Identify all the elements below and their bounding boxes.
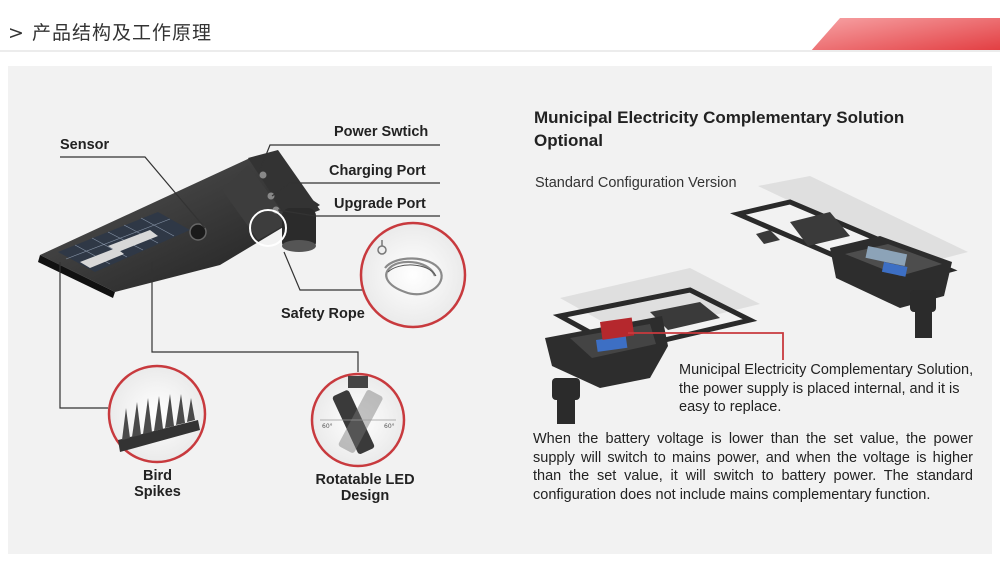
page-header: > 产品结构及工作原理 bbox=[0, 0, 1000, 52]
angle-right-label: 60° bbox=[384, 423, 395, 430]
municipal-solution-title: Municipal Electricity Complementary Solu… bbox=[534, 108, 905, 150]
bird-spikes-label: Bird Spikes bbox=[134, 468, 181, 500]
header-divider bbox=[0, 50, 1000, 52]
safety-rope-label: Safety Rope bbox=[281, 306, 365, 322]
municipal-config-lamp-image bbox=[545, 268, 760, 424]
page-title: > 产品结构及工作原理 bbox=[8, 22, 212, 44]
standard-config-label: Standard Configuration Version bbox=[535, 175, 737, 191]
angle-left-label: 60° bbox=[322, 423, 333, 430]
callout-lines bbox=[59, 144, 440, 409]
street-lamp-image bbox=[38, 150, 320, 298]
upgrade-port-label: Upgrade Port bbox=[334, 196, 426, 212]
safety-rope-detail bbox=[359, 221, 467, 329]
rotatable-led-label: Rotatable LED Design bbox=[315, 472, 415, 504]
mains-switch-paragraph: When the battery voltage is lower than t… bbox=[533, 431, 973, 503]
sensor-label: Sensor bbox=[60, 137, 110, 153]
rotatable-led-detail: 60° 60° bbox=[310, 372, 406, 468]
standard-config-lamp-image bbox=[730, 176, 968, 338]
power-switch-label: Power Swtich bbox=[334, 124, 429, 140]
content-panel bbox=[8, 66, 992, 554]
bird-spikes-detail bbox=[107, 364, 207, 464]
municipal-solution-description: Municipal Electricity Complementary Solu… bbox=[679, 362, 974, 415]
charging-port-label: Charging Port bbox=[329, 163, 426, 179]
municipal-callout-line bbox=[628, 332, 784, 360]
header-accent-shape bbox=[810, 18, 1000, 52]
